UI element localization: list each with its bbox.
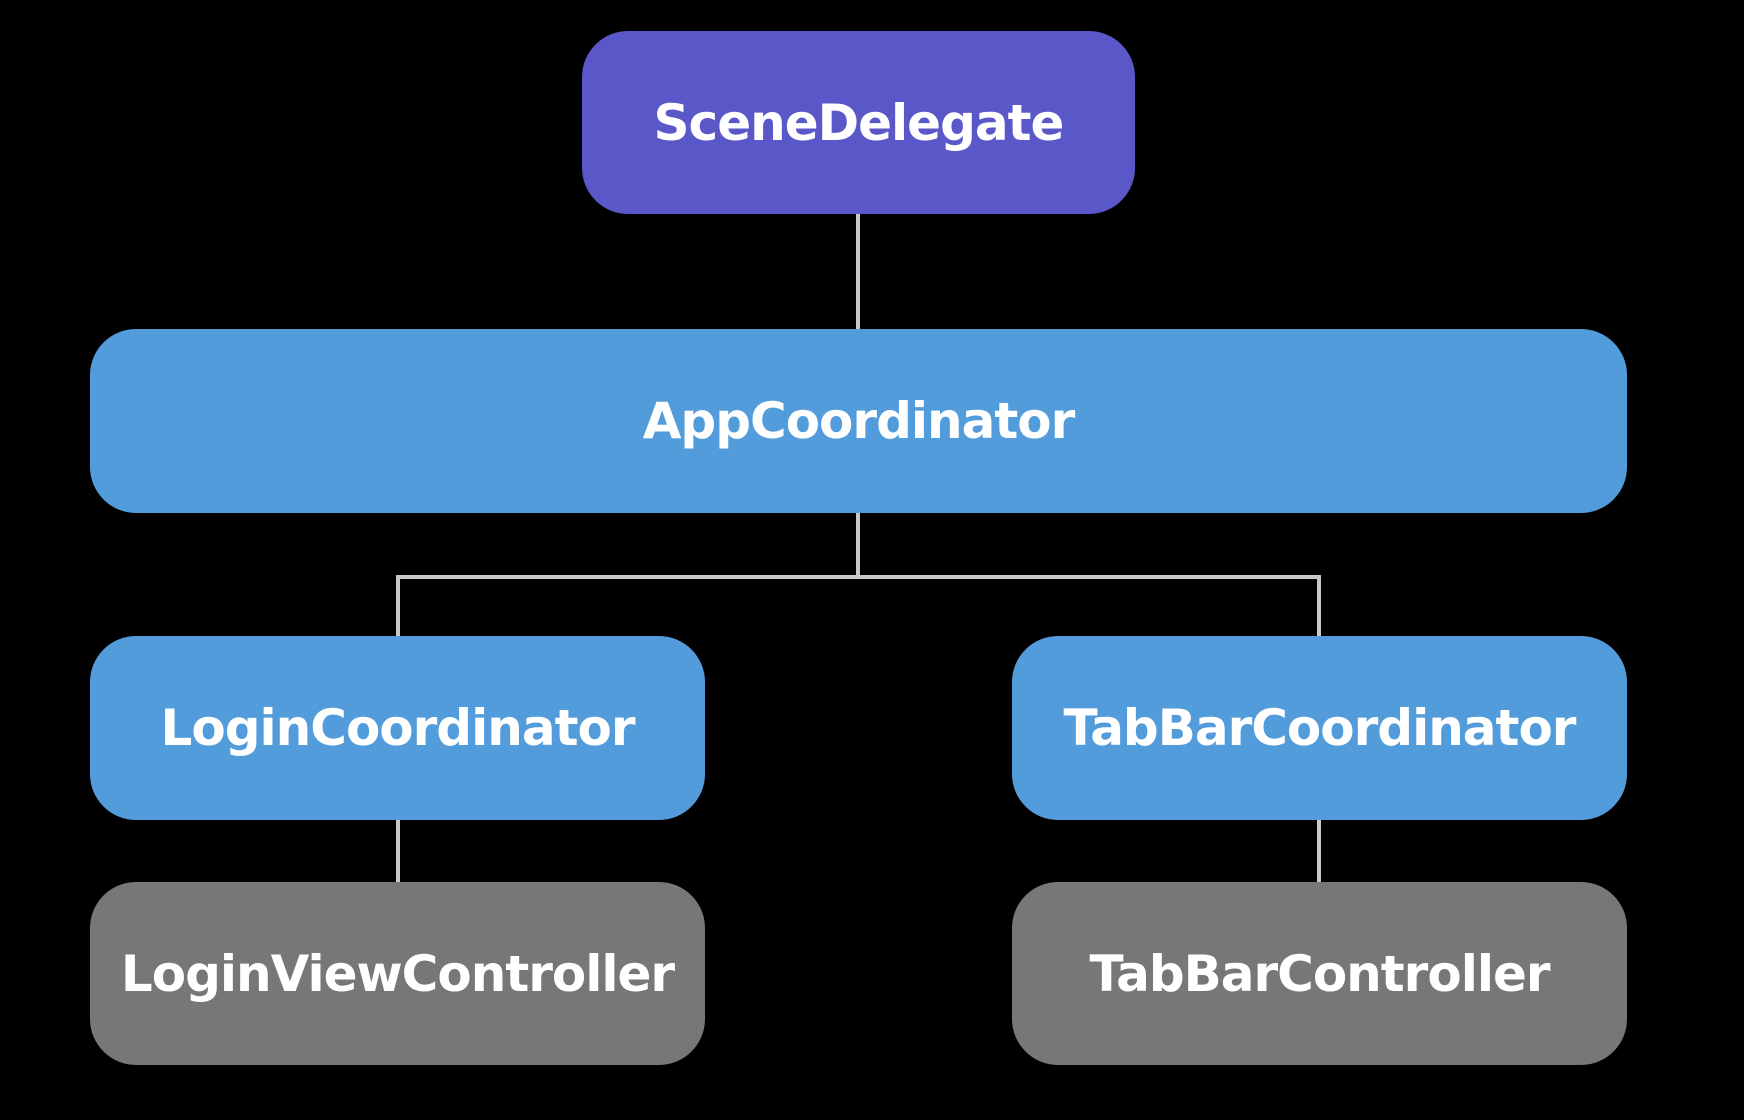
node-label: TabBarCoordinator (1063, 699, 1577, 757)
login-coordinator-node: LoginCoordinator (90, 636, 705, 820)
node-label: AppCoordinator (642, 392, 1076, 450)
node-label: TabBarController (1089, 944, 1550, 1003)
tabbar-coordinator-node: TabBarCoordinator (1012, 636, 1627, 820)
tabbar-controller-node: TabBarController (1012, 882, 1627, 1065)
node-label: SceneDelegate (653, 93, 1065, 152)
app-coordinator-node: AppCoordinator (90, 329, 1627, 513)
node-label: LoginViewController (120, 944, 675, 1003)
login-view-controller-node: LoginViewController (90, 882, 705, 1065)
edge-app-to-children (396, 575, 1321, 636)
node-label: LoginCoordinator (160, 699, 636, 757)
scene-delegate-node: SceneDelegate (582, 31, 1135, 214)
